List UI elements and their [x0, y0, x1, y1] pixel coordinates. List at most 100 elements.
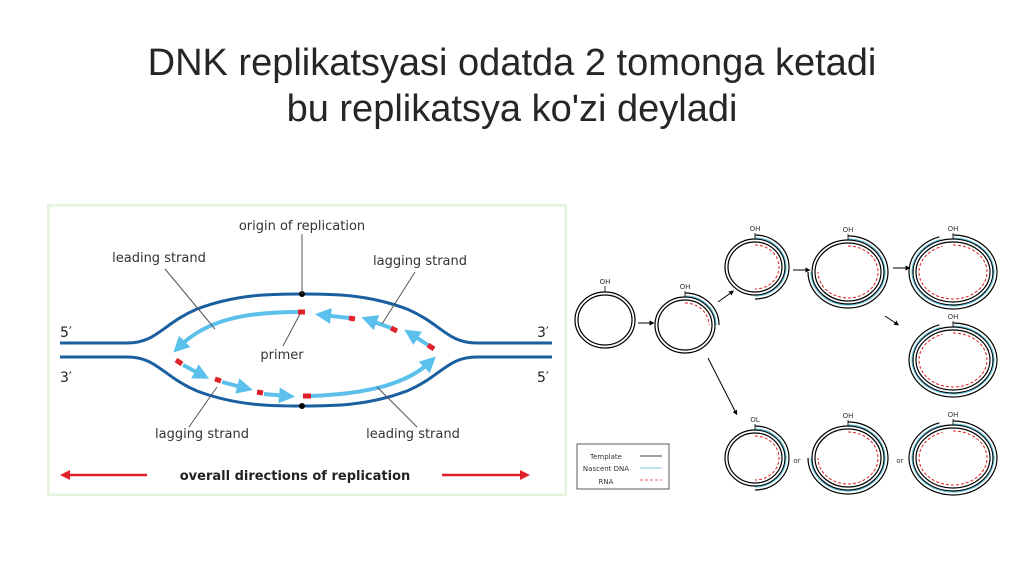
origin-label: OH [750, 225, 761, 233]
okazaki-fragment [182, 363, 210, 379]
displaced-strand [908, 234, 998, 310]
step-arrow [884, 315, 900, 326]
origin-label: OH [843, 226, 854, 234]
origin-label: OH [948, 225, 959, 233]
mtdna-circle: OH [654, 283, 720, 354]
okazaki-fragment [221, 378, 253, 394]
origin-label: OH [948, 411, 959, 419]
leading-strand-label-top: leading strand [112, 251, 206, 266]
displaced-strand [684, 292, 720, 326]
template-outer [912, 326, 994, 394]
end-label-3-top-right: 3′ [537, 325, 549, 341]
diagram-border [47, 204, 567, 496]
origin-label: OH [843, 412, 854, 420]
rna-primer [918, 430, 988, 486]
origin-dot-bottom [299, 403, 305, 409]
displaced-strand [908, 322, 998, 398]
nascent-dna [684, 295, 717, 326]
or-label: or [793, 457, 800, 465]
rna-primer [684, 302, 710, 326]
primer [256, 389, 264, 396]
template-inner [915, 241, 991, 303]
mtdna-circle: OH [908, 313, 998, 398]
template-outer [724, 238, 786, 296]
nascent-dna [754, 237, 787, 297]
template-outer [811, 239, 885, 305]
template-inner [657, 299, 713, 351]
slide-title: DNK replikatsyasi odatda 2 tomonga ketad… [0, 40, 1024, 132]
legend-rna: RNA [599, 478, 614, 486]
legend-template: Template [589, 453, 622, 461]
template-outer [912, 424, 994, 492]
lagging-strand-label-top: lagging strand [373, 254, 467, 269]
mtdna-circle: OL [724, 416, 790, 491]
step-arrow [707, 357, 738, 416]
nascent-dna [810, 238, 886, 306]
nascent-dna [810, 424, 886, 492]
primer [389, 325, 399, 334]
nascent-dna [911, 325, 995, 395]
nascent-dna [911, 237, 995, 307]
mitochondrial-replication-diagram: OH OH OH OH OH OH OL OH OH or or Template Nascen… [574, 225, 998, 496]
template-inner [727, 241, 783, 293]
displaced-strand [807, 421, 889, 495]
template-inner [577, 294, 633, 346]
mtdna-circle: OH [908, 225, 998, 310]
rna-primer [918, 332, 988, 388]
displaced-strand [908, 420, 998, 496]
legend: Template Nascent DNA RNA [576, 443, 670, 490]
step-arrow [717, 290, 735, 303]
leading-strand-bottom [310, 356, 436, 398]
okazaki-fragment [263, 387, 295, 404]
template-outer [724, 429, 786, 487]
rna-primer [754, 435, 780, 481]
title-line-1: DNK replikatsyasi odatda 2 tomonga ketad… [147, 42, 877, 84]
template-inner [915, 427, 991, 489]
mtdna-circle: OH [807, 226, 889, 309]
nascent-dna [754, 428, 787, 488]
displaced-strand [754, 425, 790, 491]
template-inner [915, 329, 991, 391]
mtdna-circle: OH [724, 225, 790, 300]
end-label-5-top-left: 5′ [60, 325, 72, 341]
template-outer [574, 291, 636, 349]
rna-primer [918, 244, 988, 300]
template-outer [654, 296, 716, 354]
end-label-5-bottom-right: 5′ [537, 370, 549, 386]
origin-label: OH [680, 283, 691, 291]
legend-nascent: Nascent DNA [583, 465, 629, 473]
mtdna-circle: OH [807, 412, 889, 495]
origin-label: origin of replication [239, 219, 365, 234]
template-outer [912, 238, 994, 306]
mtdna-circle: OH [574, 278, 636, 349]
or-label: or [896, 457, 903, 465]
template-inner [814, 242, 882, 302]
template-outer [811, 425, 885, 491]
displaced-strand [807, 235, 889, 309]
okazaki-fragment [404, 329, 430, 347]
template-inner [727, 432, 783, 484]
primer [214, 376, 222, 384]
origin-label: OH [948, 313, 959, 321]
end-label-3-bottom-left: 3′ [60, 370, 72, 386]
nascent-dna [911, 423, 995, 493]
displaced-strand [754, 234, 790, 300]
leading-strand-label-bottom: leading strand [366, 427, 460, 442]
primer-label: primer [260, 348, 304, 363]
okazaki-fragment [315, 307, 350, 324]
origin-label: OL [750, 416, 760, 424]
primer [348, 315, 356, 322]
rna-primer [754, 244, 780, 290]
okazaki-fragment [361, 315, 392, 331]
title-line-2: bu replikatsya ko'zi deyladi [286, 88, 738, 130]
origin-label: OH [600, 278, 611, 286]
leading-strand-top [173, 310, 301, 353]
primer [426, 342, 436, 352]
lagging-strand-label-bottom: lagging strand [155, 427, 249, 442]
rna-primer [817, 431, 879, 485]
primer [174, 357, 184, 367]
direction-label: overall directions of replication [180, 469, 411, 484]
mtdna-circle: OH [908, 411, 998, 496]
rna-primer [817, 245, 879, 299]
replication-fork-diagram: origin of replication leading strand lag… [47, 204, 567, 496]
